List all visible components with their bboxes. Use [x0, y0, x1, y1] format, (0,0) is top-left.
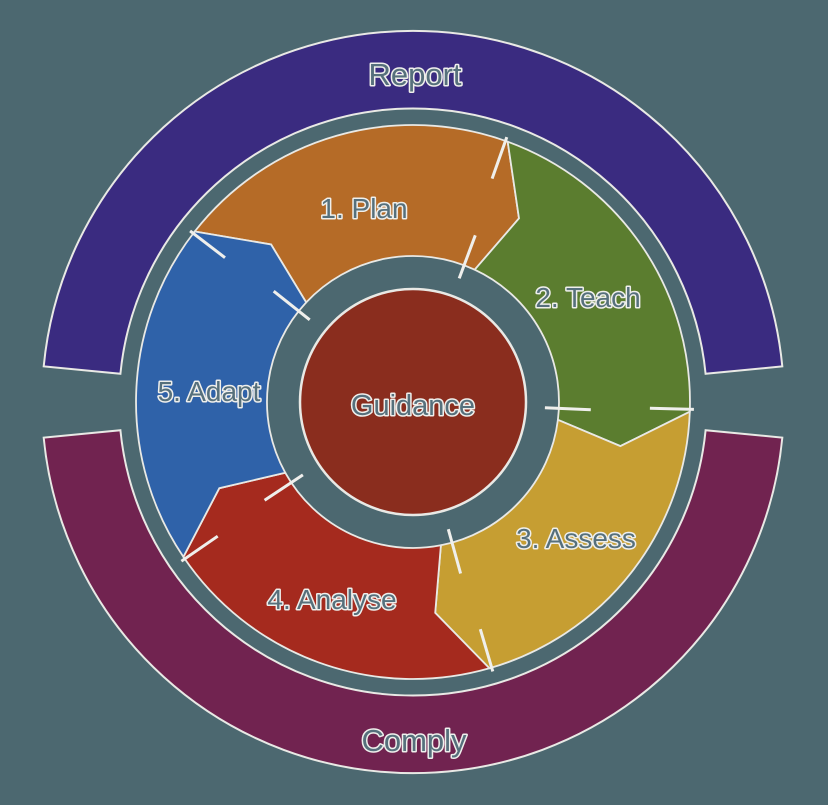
divider-tick-inner-2 [446, 528, 463, 574]
divider-tick-inner-3 [263, 473, 304, 502]
divider-tick-outer-3 [180, 534, 219, 563]
segment-adapt [135, 230, 308, 559]
segment-teach [473, 140, 691, 448]
segment-assess [434, 410, 691, 670]
label-assess: 3. Assess [516, 523, 636, 554]
label-guidance: Guidance [351, 390, 475, 422]
segment-plan [193, 124, 520, 304]
segment-analyse [182, 471, 492, 680]
report-ring-arc [42, 29, 784, 375]
divider-tick-outer-0 [490, 136, 509, 180]
divider-tick-outer-4 [189, 229, 226, 259]
label-report: Report [368, 57, 461, 92]
divider-tick-inner-4 [272, 290, 311, 321]
divider-tick-outer-2 [478, 628, 495, 672]
divider-tick-inner-1 [544, 406, 591, 412]
label-teach: 2. Teach [535, 282, 640, 313]
divider-tick-outer-1 [649, 406, 694, 411]
divider-tick-inner-0 [457, 234, 477, 279]
label-adapt: 5. Adapt [158, 376, 261, 407]
label-plan: 1. Plan [320, 193, 407, 224]
guidance-circle [298, 287, 528, 517]
label-comply: Comply [361, 723, 467, 758]
label-analyse: 4. Analyse [267, 584, 396, 615]
comply-ring-arc [42, 429, 784, 775]
